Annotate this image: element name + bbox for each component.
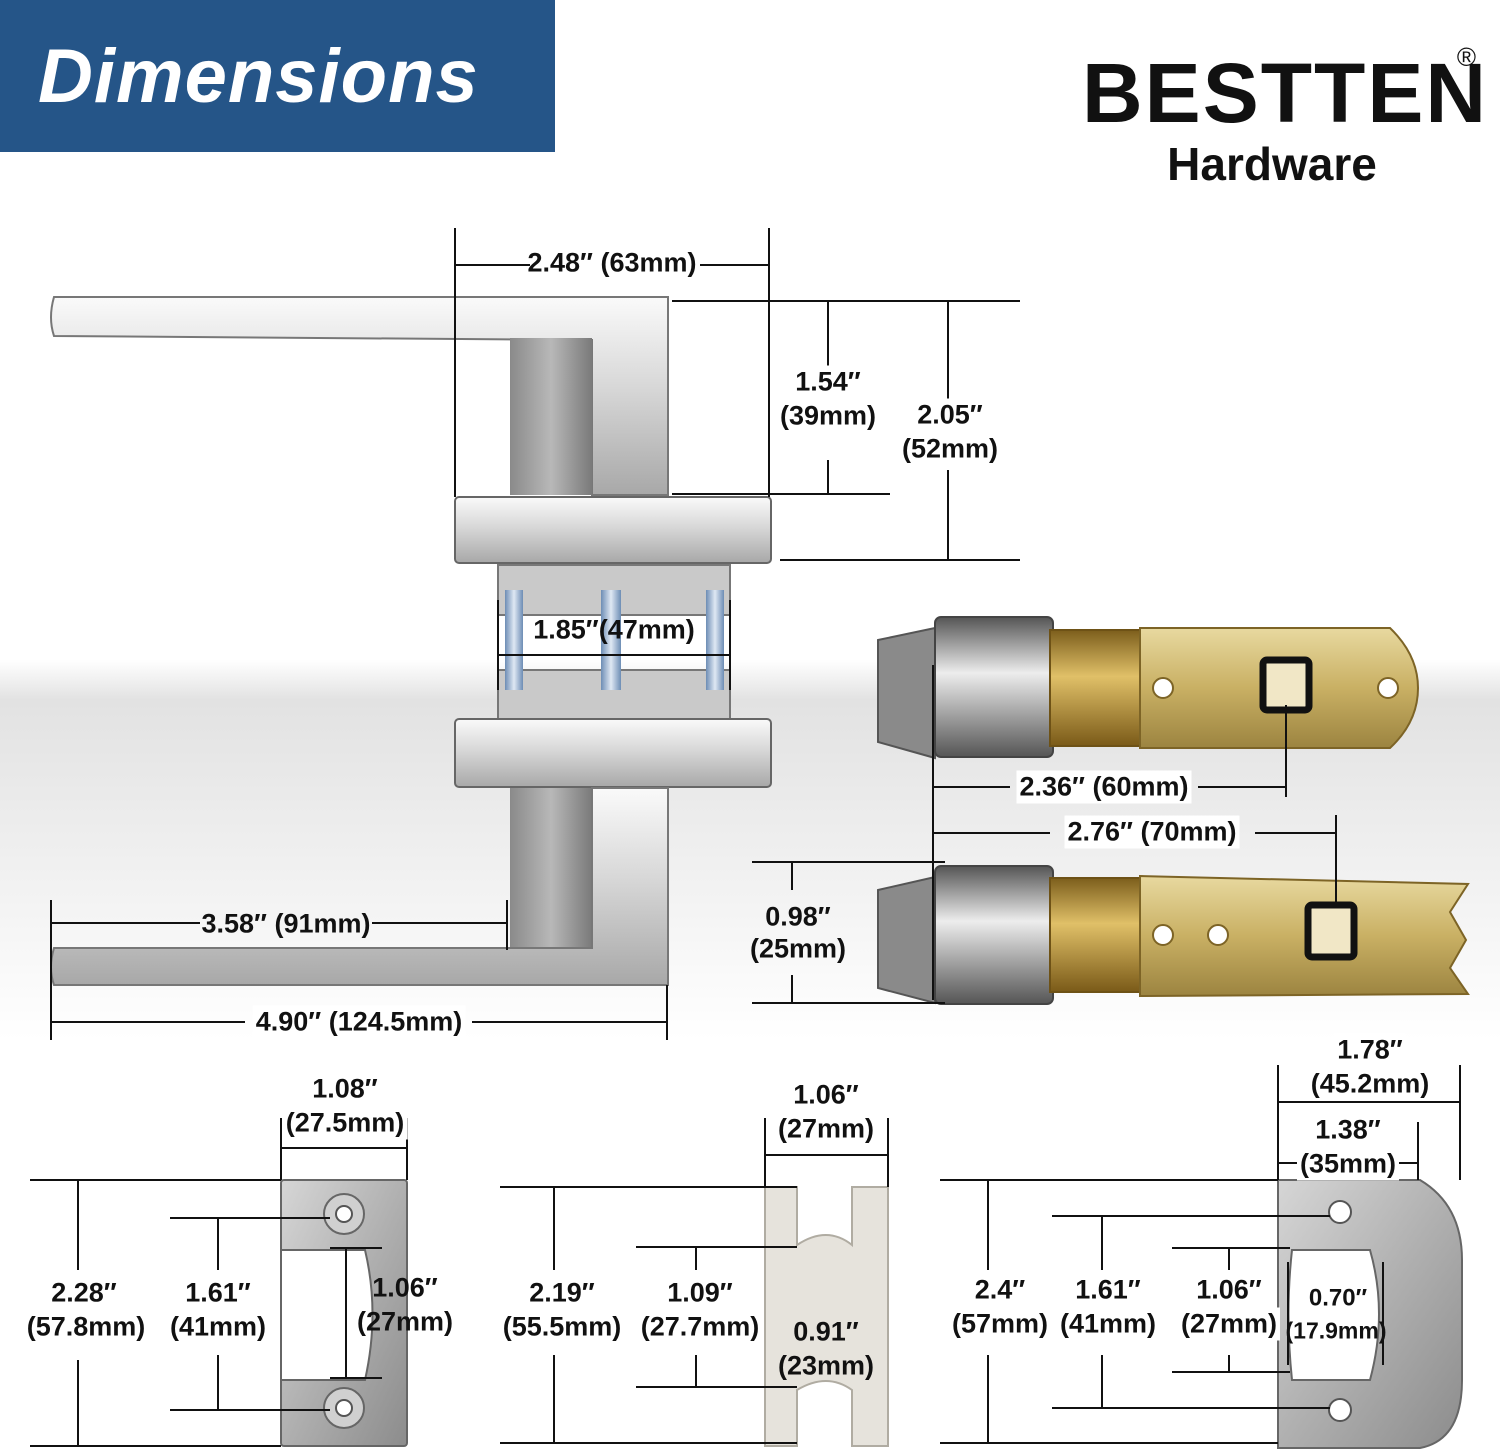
faceplate-inner-width-mm-label: (35mm) [1296, 1147, 1400, 1181]
faceplate-opening-mm-label: (27mm) [1177, 1307, 1281, 1341]
dust-box [764, 1186, 889, 1447]
dustbox-height-inch-label: 2.19″ [526, 1276, 598, 1310]
height-1-inch-label: 1.54″ [792, 365, 864, 399]
faceplate-width-inch-label: 1.78″ [1334, 1033, 1406, 1067]
dustbox-inner-inch-label: 1.09″ [664, 1276, 736, 1310]
strike-holes-mm-label: (41mm) [166, 1310, 270, 1344]
height-1-mm-label: (39mm) [776, 399, 880, 433]
brand-subtitle: Hardware [1167, 138, 1377, 190]
faceplate-inner-width-inch-label: 1.38″ [1312, 1113, 1384, 1147]
strike-height-inch-label: 2.28″ [48, 1276, 120, 1310]
strike-width-inch-label: 1.08″ [309, 1072, 381, 1106]
faceplate-slot-inch-label: 0.70″ [1308, 1284, 1368, 1312]
strike-opening-inch-label: 1.06″ [372, 1272, 438, 1303]
dustbox-depth-mm-label: (23mm) [777, 1350, 875, 1381]
faceplate-width-mm-label: (45.2mm) [1307, 1067, 1433, 1101]
dustbox-height-mm-label: (55.5mm) [499, 1310, 625, 1344]
backset-60-dimension: 2.36″ (60mm) [1016, 770, 1192, 804]
door-thickness-dimension: 1.85″(47mm) [533, 614, 695, 645]
lever-length-dimension: 3.58″ (91mm) [201, 908, 371, 939]
title-banner: Dimensions [0, 0, 555, 152]
strike-holes-inch-label: 1.61″ [182, 1276, 254, 1310]
strike-plate-dimension-lines [30, 1118, 408, 1447]
faceplate-height-mm-label: (57mm) [948, 1307, 1052, 1341]
handle-dimension-lines [50, 228, 1020, 1040]
faceplate-opening-inch-label: 1.06″ [1193, 1273, 1265, 1307]
face-plate-dimension-lines [940, 1065, 1461, 1444]
latch-dimension-lines [752, 665, 1337, 1004]
dustbox-depth-inch-label: 0.91″ [793, 1316, 859, 1347]
dustbox-inner-mm-label: (27.7mm) [637, 1310, 763, 1344]
strike-width-mm-label: (27.5mm) [282, 1106, 408, 1140]
strike-plate [280, 1179, 408, 1447]
height-2-inch-label: 2.05″ [914, 398, 986, 432]
total-length-dimension: 4.90″ (124.5mm) [252, 1005, 466, 1039]
page-title: Dimensions [38, 33, 479, 119]
bolt-inch-label: 0.98″ [765, 901, 831, 932]
brand-name: BESTTEN [1082, 46, 1489, 140]
dustbox-width-mm-label: (27mm) [774, 1112, 878, 1146]
backset-70-dimension: 2.76″ (70mm) [1064, 815, 1240, 849]
strike-opening-mm-label: (27mm) [356, 1306, 454, 1337]
bolt-mm-label: (25mm) [749, 933, 847, 964]
lever-handle [50, 296, 772, 986]
dustbox-width-inch-label: 1.06″ [790, 1078, 862, 1112]
strike-height-mm-label: (57.8mm) [23, 1310, 149, 1344]
brand-logo: BESTTEN ® Hardware [1082, 42, 1489, 190]
rose-to-lever-dimension: 2.48″ (63mm) [527, 247, 697, 278]
height-2-mm-label: (52mm) [898, 432, 1002, 466]
latch-60mm [877, 616, 1420, 760]
faceplate-holes-inch-label: 1.61″ [1072, 1273, 1144, 1307]
latch-70mm [877, 865, 1470, 1005]
dust-box-dimension-lines [500, 1118, 889, 1444]
face-plate [1277, 1179, 1463, 1449]
faceplate-height-inch-label: 2.4″ [971, 1273, 1029, 1307]
faceplate-slot-mm-label: (17.9mm) [1285, 1317, 1387, 1344]
faceplate-holes-mm-label: (41mm) [1056, 1307, 1160, 1341]
registered-mark: ® [1456, 42, 1476, 72]
